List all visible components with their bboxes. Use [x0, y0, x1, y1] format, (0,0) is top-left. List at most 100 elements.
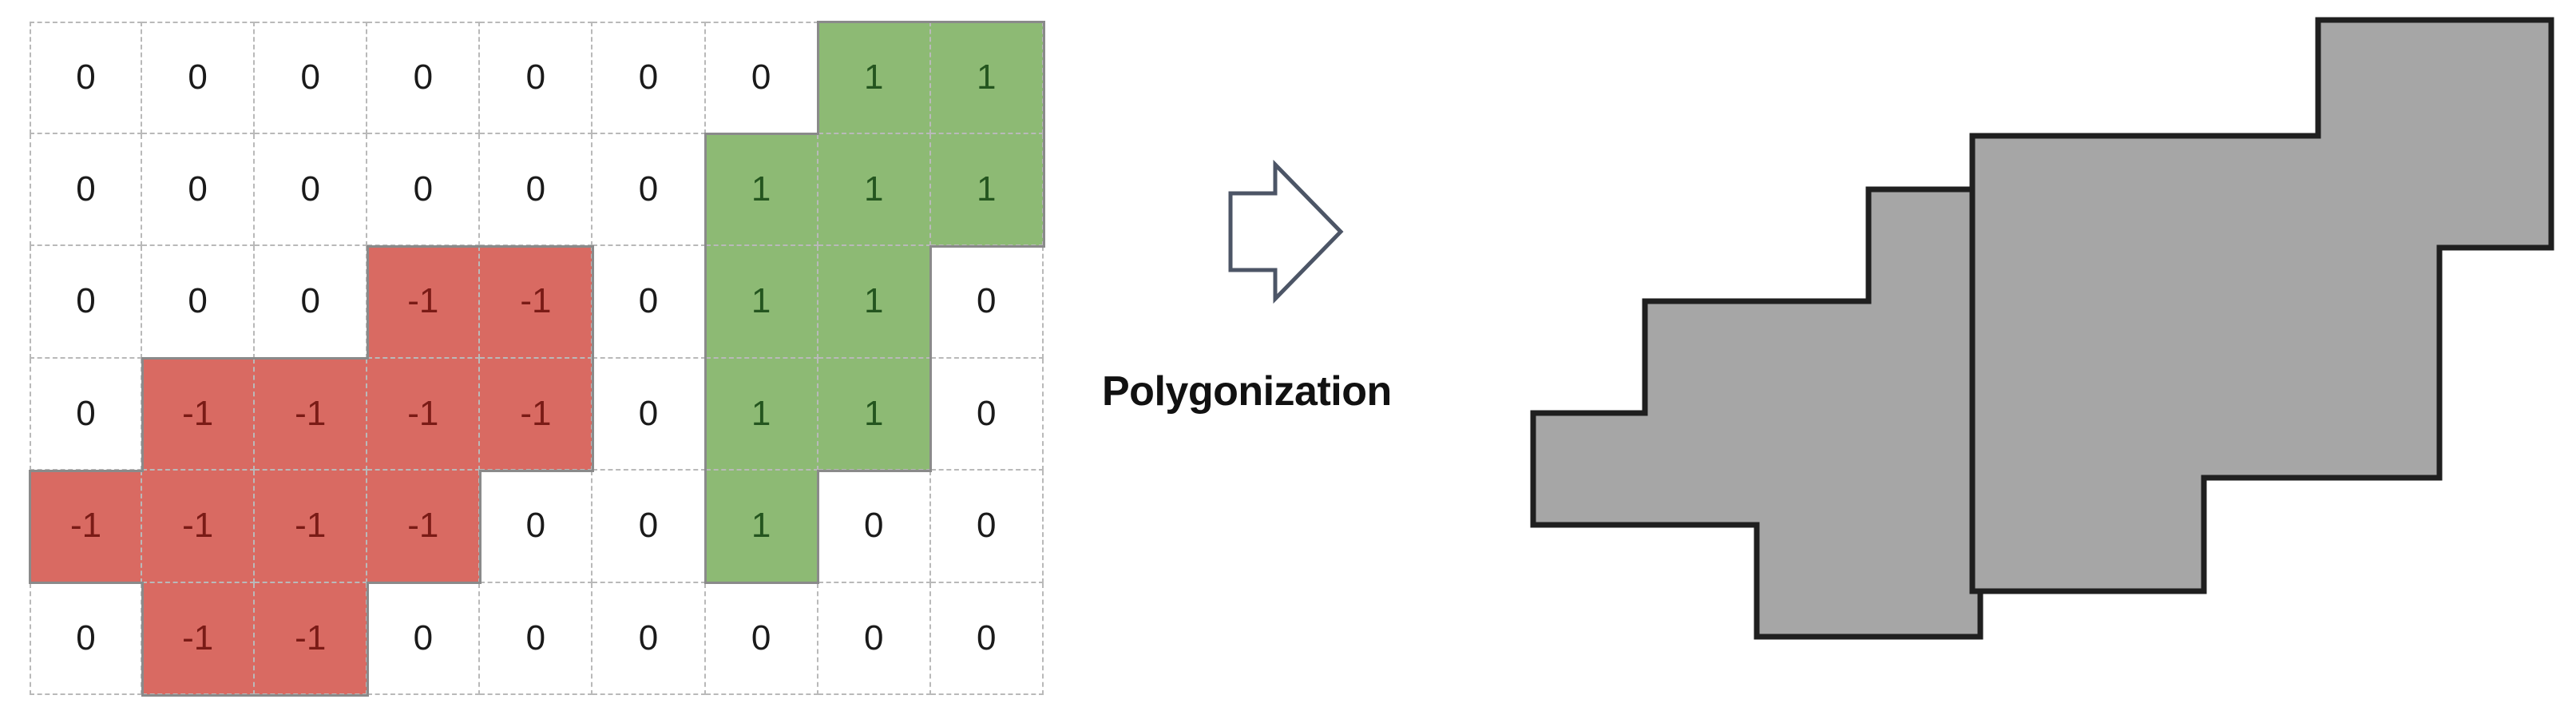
grid-cell: 0: [705, 22, 818, 134]
transform-annotation: Polygonization: [1102, 144, 1517, 487]
grid-cell: 1: [705, 133, 818, 246]
grid-cell: -1: [142, 582, 256, 695]
grid-cell-label: 0: [638, 618, 659, 657]
grid-cell: -1: [142, 358, 256, 471]
grid-cell-label: 1: [751, 169, 771, 209]
grid-cell: 0: [930, 246, 1044, 359]
grid-cell: 0: [930, 471, 1044, 583]
grid-cell-label: 1: [977, 58, 997, 97]
grid-cell-label: 0: [413, 58, 434, 97]
grid-cell-label: 1: [751, 393, 771, 433]
grid-cell: 0: [142, 22, 256, 134]
grid-cell-label: 1: [751, 281, 771, 321]
grid-cell-label: 0: [300, 169, 320, 209]
grid-cell-label: 1: [863, 281, 884, 321]
grid-cell-label: 0: [977, 393, 997, 433]
grid-cell-label: 1: [863, 58, 884, 97]
grid-cell-label: -1: [69, 506, 102, 546]
grid-cell: 0: [480, 582, 593, 695]
grid-cell: 1: [818, 22, 931, 134]
grid-cell: 1: [705, 471, 818, 583]
grid-cell-label: -1: [407, 393, 439, 433]
grid-cell: 1: [818, 358, 931, 471]
grid-cell: 0: [818, 582, 931, 695]
polygon-output-panel: [1477, 0, 2576, 727]
grid-cell-label: 0: [525, 618, 546, 657]
grid-cell-label: 0: [751, 58, 771, 97]
grid-cell-label: 0: [413, 169, 434, 209]
grid-cell: 0: [480, 471, 593, 583]
grid-cell: 0: [255, 133, 368, 246]
grid-cell: 0: [367, 133, 481, 246]
grid-cell: 0: [592, 22, 706, 134]
grid-cell: -1: [255, 471, 368, 583]
grid-cell: 0: [30, 358, 143, 471]
grid-cell: 0: [255, 246, 368, 359]
grid-cell-label: 0: [76, 281, 96, 321]
grid-cell: 0: [255, 22, 368, 134]
grid-cell-label: 1: [977, 169, 997, 209]
grid-cell-label: -1: [520, 393, 552, 433]
grid-cell: 0: [818, 471, 931, 583]
right-block-arrow-icon: [1226, 159, 1345, 304]
grid-cell-label: -1: [182, 618, 214, 657]
grid-cell-label: 0: [188, 281, 208, 321]
grid-cell: 0: [367, 22, 481, 134]
grid-cell-label: 1: [751, 506, 771, 546]
grid-cell-label: 0: [638, 393, 659, 433]
grid-cell-label: -1: [182, 393, 214, 433]
grid-cell: 0: [592, 471, 706, 583]
grid-cell-label: 0: [863, 618, 884, 657]
grid-cell-label: -1: [295, 393, 327, 433]
grid-cell-label: 0: [977, 281, 997, 321]
grid-cell-label: -1: [520, 281, 552, 321]
grid-cell: 0: [30, 246, 143, 359]
grid-cell-label: 0: [525, 169, 546, 209]
grid-cell: -1: [367, 246, 481, 359]
grid-cell-label: 0: [751, 618, 771, 657]
grid-cell: 1: [705, 358, 818, 471]
grid-cell-label: -1: [407, 281, 439, 321]
grid-cell-label: 0: [300, 58, 320, 97]
grid-cell-label: 0: [76, 169, 96, 209]
grid-cell: 1: [705, 246, 818, 359]
raster-grid: 0 0 0 0 0 0 0 1 1 0 0 0 0 0 0 1 1 1 0 0 0 -1 -1 0 1 1 0 0 -1 -1 -1 -1 0 1…: [28, 20, 1045, 697]
grid-cell-label: 0: [188, 169, 208, 209]
grid-cell-label: -1: [407, 506, 439, 546]
grid-cell: 1: [930, 133, 1044, 246]
grid-cell: 1: [818, 246, 931, 359]
grid-cell: 1: [930, 22, 1044, 134]
grid-cell: 0: [30, 22, 143, 134]
grid-cell: -1: [255, 358, 368, 471]
grid-cell-label: 0: [638, 169, 659, 209]
grid-cell-label: -1: [182, 506, 214, 546]
grid-cell-label: 1: [863, 169, 884, 209]
grid-cell: -1: [30, 471, 143, 583]
positive-region-polygon-shape: [1969, 17, 2554, 594]
grid-cell: 0: [930, 582, 1044, 695]
grid-cell: -1: [255, 582, 368, 695]
grid-cell-label: -1: [295, 618, 327, 657]
grid-cell: 0: [480, 22, 593, 134]
grid-cell: 0: [592, 358, 706, 471]
grid-cell: 1: [818, 133, 931, 246]
grid-cell-label: 0: [413, 618, 434, 657]
grid-cell: 0: [367, 582, 481, 695]
raster-grid-cells: 0 0 0 0 0 0 0 1 1 0 0 0 0 0 0 1 1 1 0 0 0 -1 -1 0 1 1 0 0 -1 -1 -1 -1 0 1…: [30, 22, 1044, 695]
grid-cell: 0: [30, 133, 143, 246]
grid-cell-label: 0: [638, 506, 659, 546]
grid-cell-label: 0: [525, 58, 546, 97]
grid-cell: 0: [705, 582, 818, 695]
grid-cell: 0: [142, 133, 256, 246]
grid-cell: 0: [30, 582, 143, 695]
grid-cell: 0: [930, 358, 1044, 471]
grid-cell-label: 0: [525, 506, 546, 546]
grid-cell-label: 1: [863, 393, 884, 433]
grid-cell-label: 0: [76, 58, 96, 97]
grid-cell-label: 0: [863, 506, 884, 546]
grid-cell-label: 0: [977, 618, 997, 657]
grid-cell-label: 0: [188, 58, 208, 97]
grid-cell-label: 0: [638, 281, 659, 321]
polygonization-caption: Polygonization: [1102, 368, 1392, 415]
grid-cell-label: 0: [300, 281, 320, 321]
